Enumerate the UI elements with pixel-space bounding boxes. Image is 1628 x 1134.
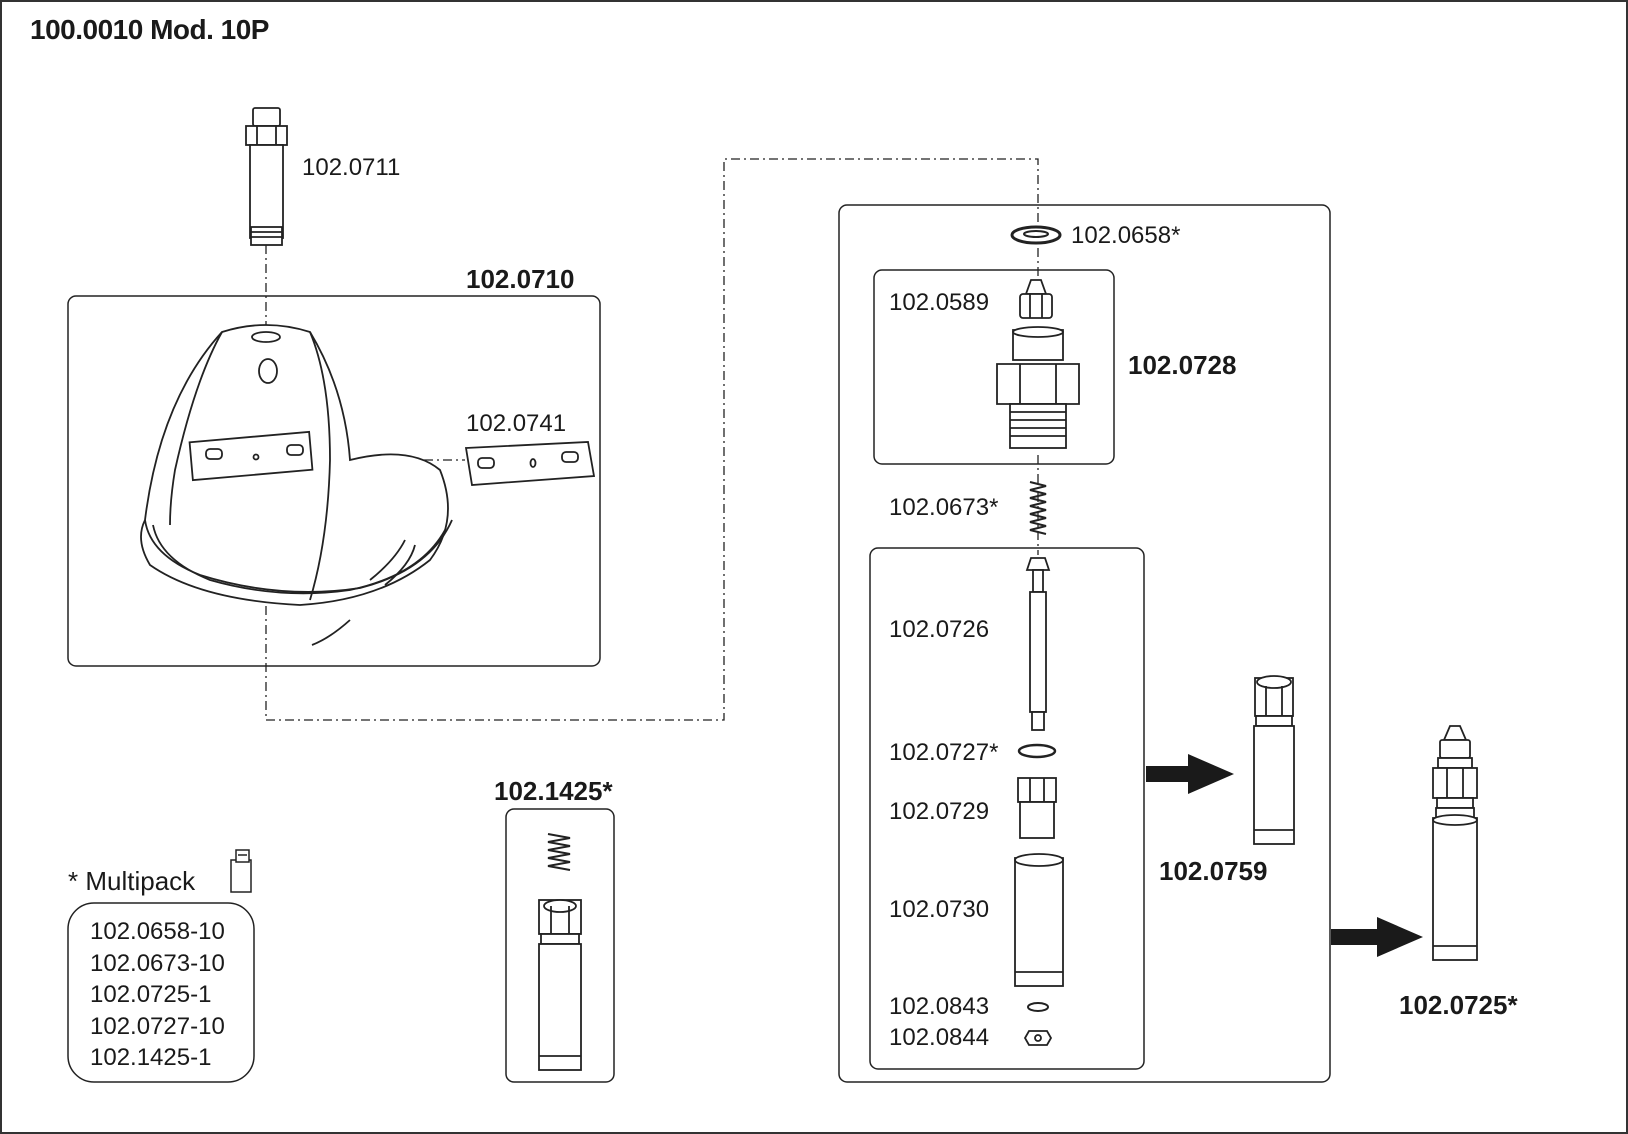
page-title: 100.0010 Mod. 10P [30, 14, 269, 45]
small-nut-label: 102.0844 [889, 1024, 990, 1051]
small-washer-drawing [1027, 1002, 1049, 1012]
nut-drawing [1017, 777, 1057, 839]
nozzle-label: 102.0589 [889, 289, 990, 316]
complete-valve-label: 102.0725* [1399, 990, 1518, 1020]
multipack-item: 102.0673-10 [90, 949, 225, 977]
sleeve-label: 102.0730 [889, 896, 990, 923]
multipack-item: 102.1425-1 [90, 1044, 212, 1071]
inlet-pipe-label: 102.0711 [302, 154, 401, 181]
valve-body-label: 102.0728 [1128, 350, 1237, 380]
multipack-box-icon [230, 849, 252, 893]
spring-drawing [1029, 481, 1047, 535]
bracket-label: 102.0741 [466, 410, 567, 437]
spring-label: 102.0673* [889, 494, 999, 521]
valve-assembly-box [838, 204, 1331, 1083]
valve-body-drawing [996, 326, 1080, 449]
oring-drawing [1017, 743, 1057, 759]
washer-drawing [1010, 225, 1062, 245]
multipack-item: 102.0725-1 [90, 981, 212, 1008]
valve-body-box [873, 269, 1115, 465]
arrow-to-complete-valve [1331, 917, 1423, 957]
stem-drawing [1025, 557, 1051, 731]
nozzle-drawing [1019, 279, 1053, 319]
nut-label: 102.0729 [889, 798, 990, 825]
multipack-box [67, 902, 255, 1083]
spring-kit-valve-drawing [538, 899, 582, 1071]
complete-valve-drawing [1432, 725, 1478, 961]
sleeve-drawing [1014, 853, 1064, 987]
washer-label: 102.0658* [1071, 222, 1181, 249]
spring-kit-box [505, 808, 615, 1083]
drinking-bowl-drawing [140, 324, 453, 646]
oring-label: 102.0727* [889, 739, 999, 766]
bowl-label: 102.0710 [466, 264, 575, 294]
arrow-to-subassembly [1146, 754, 1234, 794]
spring-kit-drawing [547, 833, 571, 871]
small-nut-drawing [1023, 1030, 1053, 1046]
stem-label: 102.0726 [889, 616, 990, 643]
multipack-list: 102.0658-10 102.0673-10 102.0725-1 102.0… [90, 916, 225, 1074]
small-washer-label: 102.0843 [889, 993, 990, 1020]
multipack-title: * Multipack [68, 866, 196, 896]
multipack-item: 102.0727-10 [90, 1012, 225, 1040]
stem-box [869, 547, 1145, 1070]
spring-kit-label: 102.1425* [494, 776, 613, 806]
multipack-item: 102.0658-10 [90, 918, 225, 945]
bracket-drawing [464, 441, 596, 486]
subassembly-drawing [1253, 675, 1295, 845]
inlet-pipe-drawing [245, 107, 288, 246]
subassembly-label: 102.0759 [1159, 856, 1268, 886]
bowl-box [67, 295, 601, 667]
